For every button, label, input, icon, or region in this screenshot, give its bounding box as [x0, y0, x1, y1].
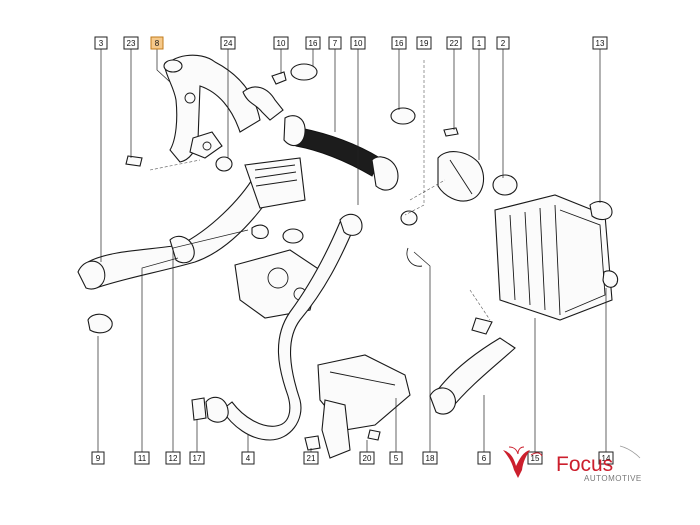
svg-text:23: 23 — [127, 39, 136, 48]
callout-17: 17 — [189, 451, 205, 465]
svg-text:9: 9 — [96, 454, 101, 463]
callout-10-a: 10 — [273, 36, 289, 50]
o-ring-11 — [215, 156, 233, 172]
callout-20: 20 — [359, 451, 375, 465]
svg-text:3: 3 — [99, 39, 104, 48]
callout-23: 23 — [123, 36, 139, 50]
svg-text:13: 13 — [596, 39, 605, 48]
focus-automotive-logo: Focus AUTOMOTIVE — [503, 445, 642, 483]
svg-text:12: 12 — [169, 454, 178, 463]
svg-text:2: 2 — [501, 39, 506, 48]
svg-text:24: 24 — [224, 39, 233, 48]
callout-5: 5 — [389, 451, 403, 465]
svg-text:21: 21 — [307, 454, 316, 463]
lower-hose-right — [429, 317, 516, 415]
svg-text:4: 4 — [246, 454, 251, 463]
svg-text:8: 8 — [155, 39, 160, 48]
svg-text:1: 1 — [477, 39, 482, 48]
svg-text:5: 5 — [394, 454, 399, 463]
corrugated-hose — [242, 63, 416, 191]
svg-text:10: 10 — [277, 39, 286, 48]
callout-22: 22 — [446, 36, 462, 50]
svg-text:10: 10 — [354, 39, 363, 48]
leader-lines — [97, 49, 607, 452]
svg-text:22: 22 — [450, 39, 459, 48]
callout-2: 2 — [496, 36, 510, 50]
callout-8-highlighted: 8 — [150, 36, 164, 50]
svg-text:16: 16 — [309, 39, 318, 48]
callout-10-b: 10 — [350, 36, 366, 50]
callout-6: 6 — [477, 451, 491, 465]
callout-11: 11 — [134, 451, 150, 465]
svg-text:6: 6 — [482, 454, 487, 463]
svg-text:14: 14 — [602, 454, 611, 463]
logo-brand-text: Focus — [556, 453, 613, 476]
o-ring-19 — [400, 210, 418, 226]
clip-10-top — [271, 71, 287, 85]
svg-text:20: 20 — [363, 454, 372, 463]
turbo-outlet-pipe — [77, 157, 306, 290]
callout-1: 1 — [472, 36, 486, 50]
callout-18: 18 — [422, 451, 438, 465]
callout-21: 21 — [303, 451, 319, 465]
logo-emblem-icon — [503, 446, 543, 478]
svg-text:18: 18 — [426, 454, 435, 463]
logo-swoosh-icon — [619, 445, 641, 459]
upper-intake-pipe — [163, 54, 261, 163]
bolt-23 — [125, 155, 143, 167]
flow-sensor — [437, 127, 518, 202]
callout-13: 13 — [592, 36, 608, 50]
callout-19: 19 — [416, 36, 432, 50]
svg-text:11: 11 — [138, 454, 147, 463]
callout-12: 12 — [165, 451, 181, 465]
clamp-9 — [87, 313, 113, 334]
callout-3: 3 — [94, 36, 108, 50]
svg-text:7: 7 — [333, 39, 338, 48]
logo-tagline: AUTOMOTIVE — [584, 474, 642, 483]
callout-4: 4 — [241, 451, 255, 465]
svg-text:17: 17 — [193, 454, 202, 463]
lower-hose-middle — [191, 213, 363, 441]
spring-clip-18 — [406, 247, 423, 267]
callout-16-a: 16 — [305, 36, 321, 50]
callout-9: 9 — [91, 451, 105, 465]
svg-text:15: 15 — [531, 454, 540, 463]
bracket-duct — [304, 354, 411, 459]
callout-14: 14 — [598, 451, 614, 465]
svg-text:19: 19 — [420, 39, 429, 48]
intercooler-block — [494, 194, 619, 321]
callout-7: 7 — [328, 36, 342, 50]
callout-16-b: 16 — [391, 36, 407, 50]
svg-text:16: 16 — [395, 39, 404, 48]
callout-24: 24 — [220, 36, 236, 50]
